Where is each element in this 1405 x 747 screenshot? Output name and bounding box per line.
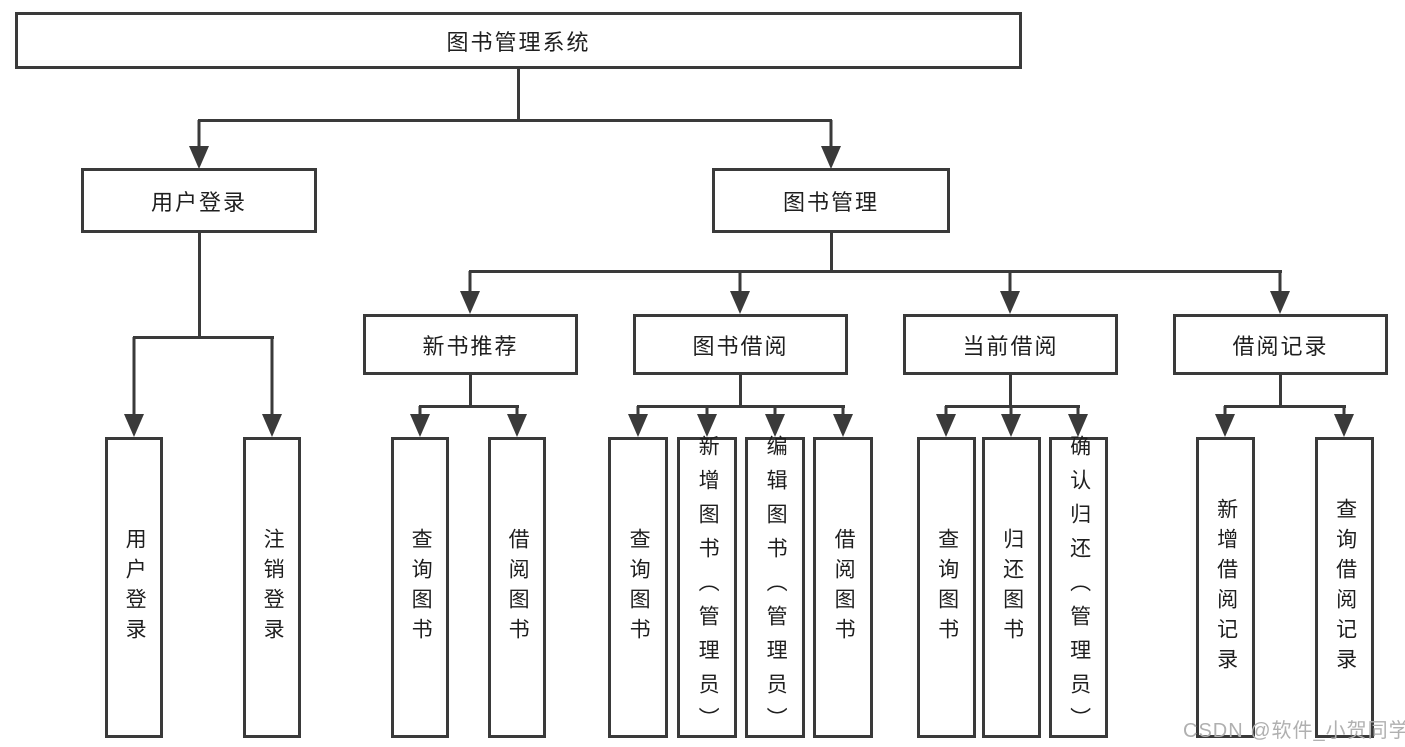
root-node-label: 图书管理系统	[446, 29, 591, 55]
arrow-down	[697, 406, 717, 437]
arrow-down	[1334, 406, 1354, 437]
leaf-query-books-recommend-label: 查询图书	[409, 527, 433, 648]
arrow-down	[124, 337, 144, 437]
root-node-library-management-system: 图书管理系统	[15, 12, 1022, 69]
connector-line	[637, 405, 845, 408]
connector-line	[133, 336, 274, 339]
leaf-add-borrow-record-label: 新增借阅记录	[1214, 497, 1238, 678]
leaf-add-book-admin: 新增图书（管理员）	[677, 434, 737, 741]
leaf-borrow-books: 借阅图书	[813, 437, 873, 738]
book-management-node-label: 图书管理	[782, 189, 879, 215]
arrow-down	[765, 406, 785, 437]
connector-line	[198, 119, 832, 122]
arrow-down	[460, 271, 480, 314]
arrow-down	[1000, 271, 1020, 314]
arrow-down	[1001, 406, 1021, 437]
leaf-borrow-books-recommend: 借阅图书	[488, 437, 546, 738]
leaf-borrow-books-recommend-label: 借阅图书	[506, 527, 530, 648]
user-login-node-label: 用户登录	[150, 189, 247, 215]
arrow-down	[1068, 406, 1088, 437]
csdn-watermark: CSDN @软件_小贺同学	[1183, 720, 1405, 742]
connector-line	[198, 231, 201, 339]
book-management-node: 图书管理	[712, 168, 950, 233]
leaf-query-books-borrow: 查询图书	[608, 437, 668, 738]
leaf-query-books-current-label: 查询图书	[935, 527, 959, 648]
connector-line	[830, 231, 833, 273]
arrow-down	[821, 120, 841, 169]
leaf-edit-book-admin: 编辑图书（管理员）	[745, 434, 805, 741]
new-book-recommend-label: 新书推荐	[422, 333, 519, 359]
borrow-record-node: 借阅记录	[1173, 314, 1388, 375]
leaf-edit-book-admin-label: 编辑图书（管理员）	[764, 434, 788, 741]
connector-line	[1009, 372, 1012, 408]
leaf-query-books-recommend: 查询图书	[391, 437, 449, 738]
book-borrow-label: 图书借阅	[692, 333, 789, 359]
arrow-down	[1215, 406, 1235, 437]
current-borrow-label: 当前借阅	[962, 333, 1059, 359]
arrow-down	[730, 271, 750, 314]
leaf-return-book: 归还图书	[982, 437, 1041, 738]
arrow-down	[410, 406, 430, 437]
connector-line	[469, 270, 1282, 273]
arrow-down	[936, 406, 956, 437]
connector-line	[1279, 372, 1282, 408]
leaf-logout-label: 注销登录	[261, 527, 285, 648]
leaf-confirm-return-admin: 确认归还（管理员）	[1049, 434, 1108, 741]
arrow-down	[262, 337, 282, 437]
connector-line	[739, 372, 742, 408]
leaf-confirm-return-admin-label: 确认归还（管理员）	[1067, 434, 1091, 741]
new-book-recommend-node: 新书推荐	[363, 314, 578, 375]
leaf-query-borrow-record-label: 查询借阅记录	[1333, 497, 1357, 678]
leaf-query-books-current: 查询图书	[917, 437, 976, 738]
arrow-down	[833, 406, 853, 437]
leaf-add-book-admin-label: 新增图书（管理员）	[696, 434, 720, 741]
connector-line	[419, 405, 519, 408]
arrow-down	[189, 120, 209, 169]
leaf-borrow-books-label: 借阅图书	[832, 527, 856, 648]
user-login-node: 用户登录	[81, 168, 317, 233]
leaf-logout: 注销登录	[243, 437, 301, 738]
leaf-return-book-label: 归还图书	[1000, 527, 1024, 648]
leaf-add-borrow-record: 新增借阅记录	[1196, 437, 1255, 738]
connector-line	[469, 372, 472, 408]
leaf-user-login-label: 用户登录	[123, 527, 147, 648]
leaf-query-borrow-record: 查询借阅记录	[1315, 437, 1374, 738]
current-borrow-node: 当前借阅	[903, 314, 1118, 375]
book-borrow-node: 图书借阅	[633, 314, 848, 375]
leaf-query-books-borrow-label: 查询图书	[627, 527, 651, 648]
arrow-down	[628, 406, 648, 437]
connector-line	[517, 68, 520, 121]
borrow-record-label: 借阅记录	[1232, 333, 1329, 359]
arrow-down	[507, 406, 527, 437]
leaf-user-login: 用户登录	[105, 437, 163, 738]
arrow-down	[1270, 271, 1290, 314]
connector-line	[1224, 405, 1346, 408]
